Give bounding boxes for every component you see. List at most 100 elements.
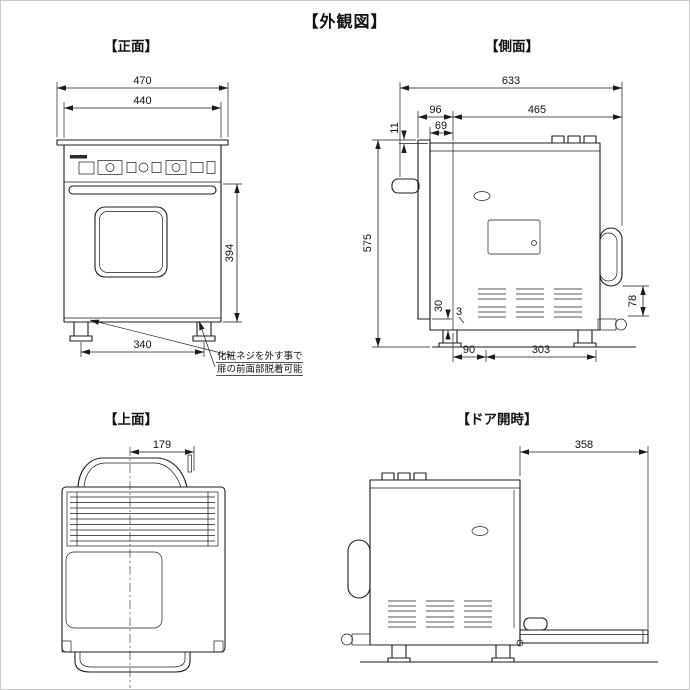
dim-side-78: 78 bbox=[627, 295, 639, 307]
side-dim-30-3: 30 3 bbox=[432, 300, 465, 340]
control-knob bbox=[171, 163, 181, 172]
top-rear-cover bbox=[77, 457, 188, 488]
door-open-view-label: 【ドア開時】 bbox=[457, 411, 538, 427]
foot bbox=[438, 342, 462, 348]
top-body bbox=[61, 486, 226, 653]
leader-line bbox=[458, 316, 465, 324]
page-title: 【外観図】 bbox=[302, 14, 388, 31]
side-rear-duct bbox=[599, 227, 623, 287]
side-drain-pipe bbox=[597, 318, 617, 331]
top-probe-pin bbox=[187, 454, 192, 473]
front-note: 化粧ネジを外す事で 扉の前面部脱着可能 bbox=[89, 319, 303, 376]
do-bottom-vents bbox=[388, 600, 492, 628]
dim-front-height-394: 394 bbox=[224, 244, 236, 262]
front-door-window-inner bbox=[99, 211, 163, 273]
front-note-line2: 扉の前面部脱着可能 bbox=[217, 363, 303, 375]
dim-side-height-575: 575 bbox=[362, 234, 374, 252]
tab bbox=[567, 135, 581, 144]
top-grate-frame bbox=[66, 491, 219, 547]
front-dim-340: 340 bbox=[80, 339, 205, 357]
control-panel-block bbox=[165, 160, 187, 175]
side-handle bbox=[391, 178, 420, 194]
top-rear-cover-inner bbox=[83, 462, 182, 488]
dim-side-69: 69 bbox=[435, 120, 447, 132]
dim-side-96: 96 bbox=[429, 104, 441, 116]
dim-side-3: 3 bbox=[456, 306, 462, 318]
do-rear-duct bbox=[347, 539, 371, 599]
side-top-tabs bbox=[551, 135, 597, 144]
do-open-door-panel bbox=[519, 629, 649, 644]
side-rating-plate bbox=[487, 219, 541, 255]
control-button bbox=[126, 162, 137, 173]
front-control-panel bbox=[70, 155, 216, 175]
dim-side-303: 303 bbox=[532, 344, 550, 356]
do-top-tabs bbox=[381, 472, 427, 481]
side-dim-90-303: 90 303 bbox=[452, 333, 597, 362]
top-dim-179: 179 bbox=[130, 439, 195, 471]
front-view-label: 【正面】 bbox=[104, 39, 158, 54]
dim-side-30: 30 bbox=[433, 300, 445, 312]
foot bbox=[192, 335, 216, 342]
front-dim-394: 394 bbox=[223, 183, 242, 323]
top-view: 【上面】 179 bbox=[61, 412, 226, 688]
front-note-line1: 化粧ネジを外す事で bbox=[217, 350, 303, 362]
top-view-label: 【上面】 bbox=[104, 412, 158, 427]
front-view: 【正面】 bbox=[56, 39, 303, 376]
dim-top-179: 179 bbox=[153, 439, 171, 451]
foot bbox=[491, 657, 515, 663]
side-dim-633: 633 bbox=[399, 75, 623, 226]
side-dim-78: 78 bbox=[623, 285, 649, 317]
side-dim-575: 575 bbox=[362, 140, 430, 348]
control-button bbox=[78, 161, 95, 175]
foot bbox=[573, 342, 597, 348]
side-body bbox=[429, 142, 601, 331]
dim-side-90: 90 bbox=[463, 344, 475, 356]
do-small-oval bbox=[471, 526, 489, 536]
side-view-label: 【側面】 bbox=[485, 38, 539, 54]
door-open-dim-358: 358 bbox=[519, 439, 649, 629]
top-panel-outline bbox=[65, 551, 163, 629]
front-door-window-outer bbox=[94, 206, 168, 278]
dim-side-465: 465 bbox=[528, 104, 546, 116]
do-legs bbox=[387, 644, 515, 663]
control-button bbox=[190, 162, 204, 173]
front-top-plate bbox=[56, 139, 229, 146]
dim-front-feet-340: 340 bbox=[133, 339, 151, 351]
tab bbox=[413, 472, 427, 481]
do-door-handle bbox=[523, 617, 548, 631]
dim-side-depth-633: 633 bbox=[502, 75, 520, 87]
do-drain-pipe bbox=[351, 633, 371, 646]
leg bbox=[73, 321, 89, 337]
dim-side-11: 11 bbox=[389, 122, 401, 133]
leg bbox=[495, 644, 511, 659]
leader-arrow bbox=[198, 320, 216, 368]
leg bbox=[442, 329, 458, 344]
tab bbox=[583, 135, 597, 144]
side-pipe-valve bbox=[615, 318, 627, 331]
side-bottom-vents bbox=[478, 288, 582, 318]
front-handle bbox=[68, 185, 217, 195]
control-knob bbox=[138, 162, 149, 173]
do-body bbox=[369, 479, 521, 646]
control-button bbox=[151, 162, 162, 173]
do-pipe-valve bbox=[341, 633, 353, 646]
dim-front-width-440: 440 bbox=[133, 95, 151, 107]
foot bbox=[387, 657, 411, 663]
do-hinge bbox=[516, 639, 524, 647]
brand-logo bbox=[70, 155, 87, 159]
foot bbox=[69, 335, 93, 342]
leg bbox=[577, 329, 593, 344]
side-view: 【側面】 bbox=[362, 38, 649, 362]
side-dim-96-465: 96 465 bbox=[417, 104, 622, 141]
front-dim-440: 440 bbox=[63, 95, 222, 138]
side-plate-screw bbox=[531, 240, 537, 246]
control-panel-block bbox=[97, 160, 123, 175]
leg bbox=[391, 644, 407, 659]
side-rear-duct-inner bbox=[599, 232, 618, 282]
tab bbox=[381, 472, 395, 481]
side-legs bbox=[438, 329, 597, 348]
tab bbox=[551, 135, 565, 144]
leg bbox=[196, 321, 212, 337]
